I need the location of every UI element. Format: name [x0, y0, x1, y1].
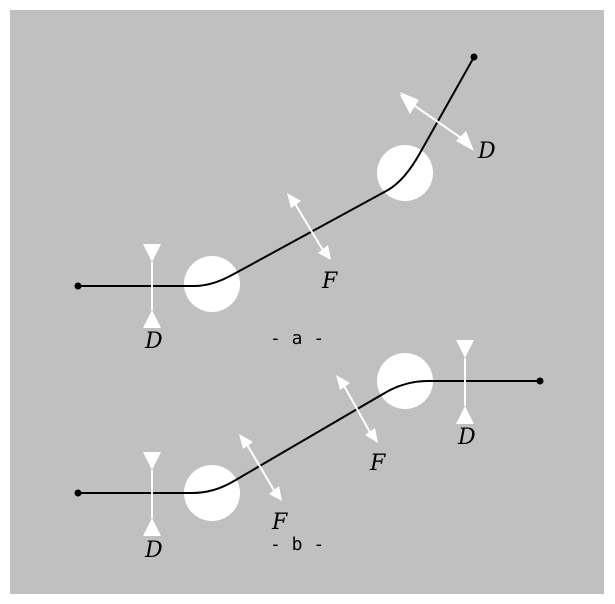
- d-arrow-indicator: [400, 92, 474, 151]
- endpoint-dot: [74, 489, 82, 497]
- endpoint-dot: [470, 53, 478, 61]
- d-label: D: [144, 329, 163, 354]
- caption-a: - a -: [270, 328, 324, 349]
- diagram-background: [10, 10, 604, 594]
- d-arrow-indicator: [143, 244, 161, 328]
- roller-circle: [377, 353, 433, 409]
- endpoint-dot: [74, 282, 82, 290]
- f-arrow-indicator: [287, 193, 331, 260]
- roller-circle: [184, 465, 240, 521]
- d-label: D: [144, 538, 163, 563]
- line-path: [78, 56, 475, 287]
- figure-a: D D F - a -: [74, 53, 496, 354]
- f-label: F: [271, 510, 288, 535]
- f-label: F: [369, 451, 386, 476]
- d-label: D: [457, 425, 476, 450]
- d-label: D: [477, 139, 496, 164]
- caption-b: - b -: [270, 534, 324, 555]
- line-path: [78, 380, 540, 494]
- roller-circle: [377, 145, 433, 201]
- d-arrow-indicator: [456, 340, 474, 424]
- endpoint-dot: [536, 377, 544, 385]
- d-arrow-indicator: [143, 452, 161, 536]
- f-label: F: [321, 269, 338, 294]
- figure-b: D D F F - b -: [74, 340, 544, 563]
- f-arrow-indicator: [336, 375, 378, 443]
- f-arrow-indicator: [239, 434, 282, 501]
